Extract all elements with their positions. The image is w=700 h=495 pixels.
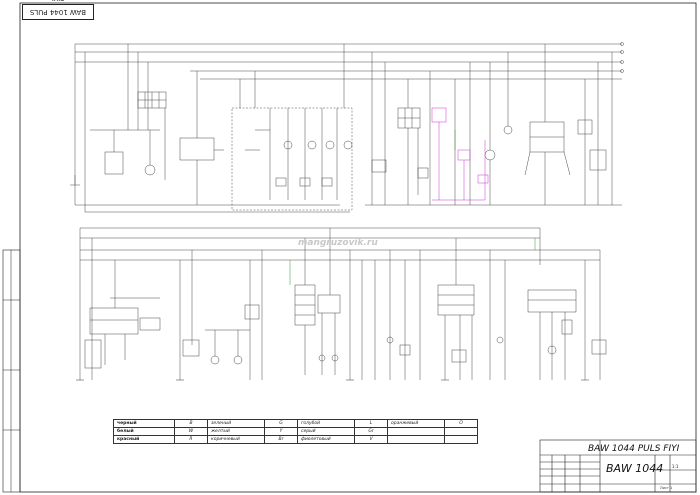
green-wires xyxy=(289,130,536,285)
legend-row: белый W желтый Y серый Gr xyxy=(113,427,478,436)
legend-color-code xyxy=(444,427,478,436)
legend-color-name: белый xyxy=(113,427,175,436)
title-block xyxy=(539,439,697,493)
sheet-scale: 1:1 xyxy=(672,464,679,469)
legend-color-code: R xyxy=(174,435,208,444)
legend-color-name: серый xyxy=(297,427,355,436)
legend-color-code xyxy=(444,435,478,444)
legend-color-code: Br xyxy=(264,435,298,444)
legend-color-code: Y xyxy=(264,427,298,436)
legend-color-name: желтый xyxy=(207,427,265,436)
legend-color-code: V xyxy=(354,435,388,444)
legend-color-code: L xyxy=(354,419,388,428)
frame-outer xyxy=(19,2,697,493)
legend-color-code: B xyxy=(174,419,208,428)
legend-color-code: G xyxy=(264,419,298,428)
drawing-designation: BAW 1044 xyxy=(606,462,664,475)
drawing-title: BAW 1044 PULS FIYI xyxy=(588,444,680,454)
drawing-stamp: BAW 1044 PULS FIYI xyxy=(22,0,94,20)
legend-color-name xyxy=(387,435,445,444)
legend-color-name: голубой xyxy=(297,419,355,428)
legend-color-code: Gr xyxy=(354,427,388,436)
legend-color-name: красный xyxy=(113,435,175,444)
legend-color-code: W xyxy=(174,427,208,436)
legend-row: черный B зеленый G голубой L оранжевый O xyxy=(113,419,478,428)
legend-color-name: черный xyxy=(113,419,175,428)
legend-color-name xyxy=(387,427,445,436)
legend-color-code: O xyxy=(444,419,478,428)
wire-color-legend: черный B зеленый G голубой L оранжевый O… xyxy=(113,419,478,444)
legend-color-name: фиолетовый xyxy=(297,435,355,444)
legend-row: красный R коричневый Br фиолетовый V xyxy=(113,435,478,444)
lower-circuit xyxy=(79,227,607,380)
legend-color-name: коричневый xyxy=(207,435,265,444)
legend-color-name: оранжевый xyxy=(387,419,445,428)
legend-color-name: зеленый xyxy=(207,419,265,428)
binding-strip xyxy=(2,249,21,493)
sheet-number: Лист 1 xyxy=(660,486,673,490)
highlighted-components xyxy=(431,107,489,201)
watermark: mangruzovik.ru xyxy=(298,238,378,248)
upper-circuit xyxy=(70,42,624,213)
